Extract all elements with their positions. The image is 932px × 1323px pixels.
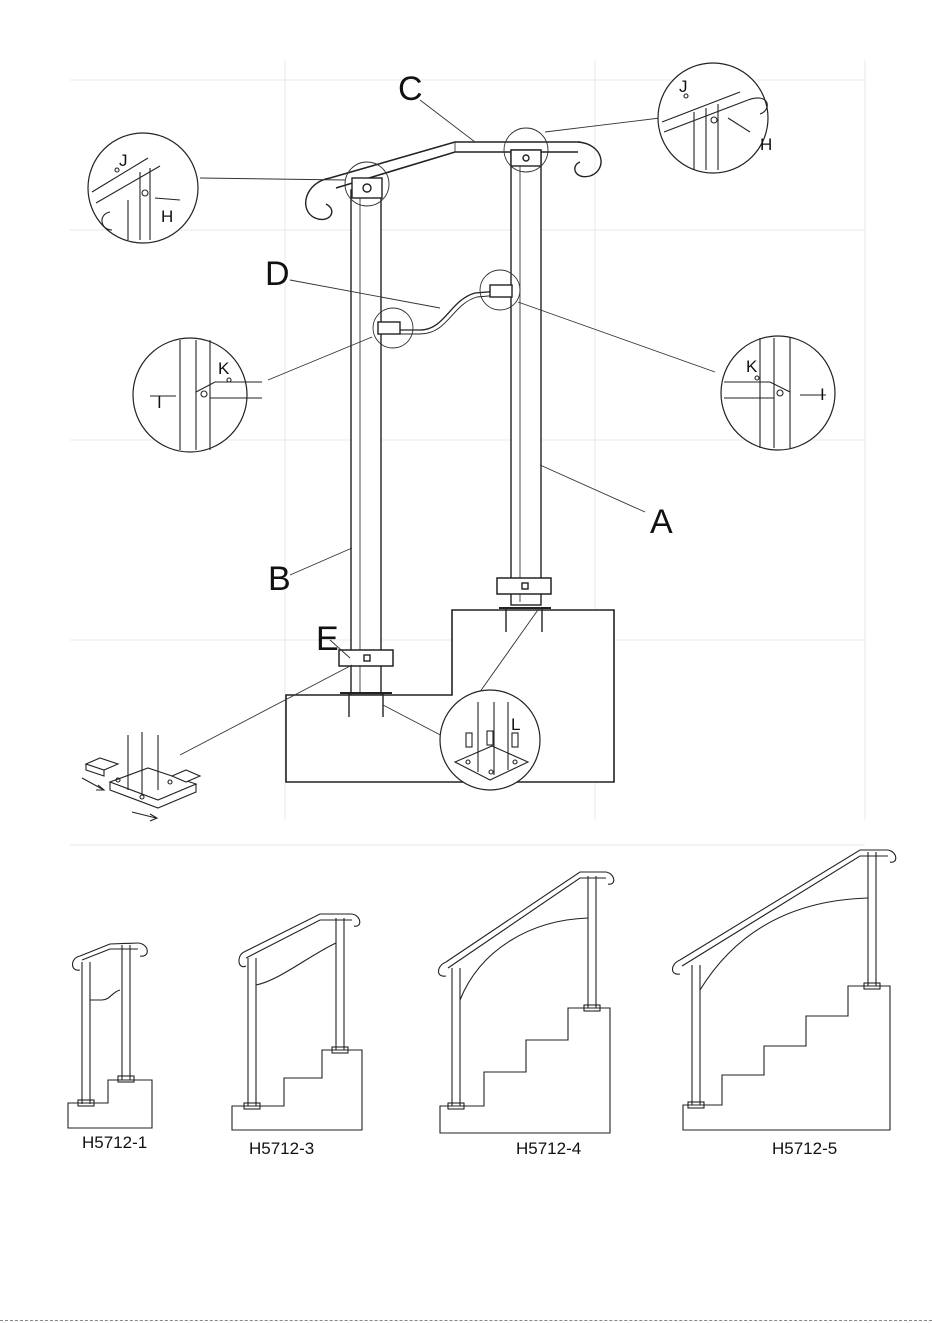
label-k-left: K <box>218 359 230 378</box>
label-c: C <box>398 70 423 108</box>
label-h-left: H <box>161 207 173 226</box>
clamp-e-right <box>497 578 551 594</box>
model-h5712-1 <box>68 943 152 1128</box>
label-a: A <box>650 503 673 541</box>
clamp-e-left <box>339 650 393 666</box>
model-caption-1: H5712-1 <box>82 1133 147 1152</box>
handrail-c <box>306 142 601 219</box>
label-j-right: J <box>679 77 688 96</box>
label-i-right: I <box>820 385 825 404</box>
label-k-right: K <box>746 357 758 376</box>
label-j-left: J <box>119 151 128 170</box>
label-e: E <box>316 620 339 658</box>
model-caption-3: H5712-3 <box>249 1139 314 1158</box>
label-i-left: I <box>157 393 162 412</box>
label-l: L <box>511 715 520 734</box>
model-caption-4: H5712-4 <box>516 1139 581 1158</box>
detail-top-left: J H <box>88 133 198 243</box>
post-b <box>351 190 381 695</box>
label-b: B <box>268 560 291 598</box>
model-caption-5: H5712-5 <box>772 1139 837 1158</box>
detail-base-left <box>82 732 200 821</box>
main-assembly <box>286 142 614 782</box>
detail-mid-left: K I <box>133 338 262 452</box>
leader-lines <box>180 100 715 755</box>
label-d: D <box>265 255 290 293</box>
model-h5712-5 <box>673 850 896 1130</box>
detail-mid-right: K I <box>721 336 835 450</box>
model-h5712-4 <box>439 872 614 1133</box>
label-h-right: H <box>760 135 772 154</box>
detail-bottom-center: L <box>440 690 540 790</box>
page-bottom-dashed-rule <box>0 1320 932 1321</box>
model-h5712-3 <box>232 914 362 1130</box>
post-a <box>511 150 541 605</box>
